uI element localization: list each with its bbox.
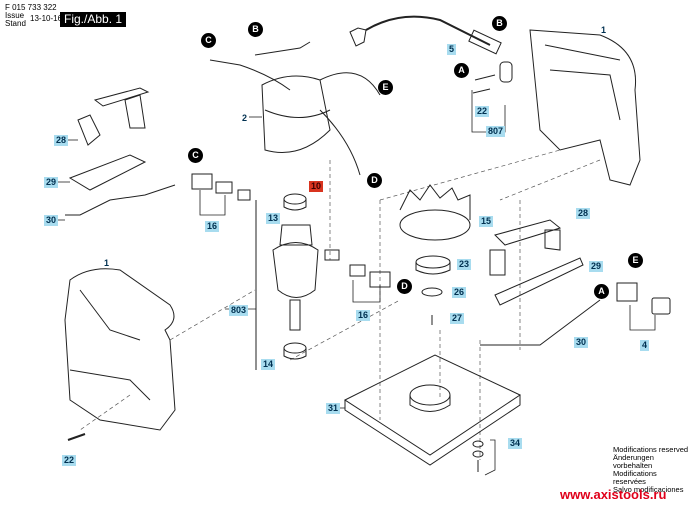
part-label[interactable]: 31 <box>326 403 341 414</box>
housing-right <box>529 29 641 186</box>
part-label[interactable]: 4 <box>640 340 650 351</box>
connector-marker-e: E <box>628 253 643 268</box>
modifications-notice: Modifications reserved Änderungen vorbeh… <box>613 446 690 494</box>
switch-cap <box>651 297 671 315</box>
part-label[interactable]: 23 <box>457 259 472 270</box>
connector-marker-c: C <box>201 33 216 48</box>
part-label[interactable]: 15 <box>479 216 494 227</box>
issue-label: Issue <box>5 11 25 20</box>
switch-bracket-right <box>480 219 601 346</box>
part-label[interactable]: 28 <box>576 208 591 219</box>
modifications-line: Änderungen vorbehalten <box>613 453 654 470</box>
part-label[interactable]: 2 <box>242 113 248 123</box>
part-label[interactable]: 28 <box>54 135 69 146</box>
connector-marker-a: A <box>454 63 469 78</box>
part-label[interactable]: 29 <box>44 177 59 188</box>
connector-marker-e: E <box>378 80 393 95</box>
connector-marker-d: D <box>397 279 412 294</box>
connector-marker-b: B <box>492 16 507 31</box>
field-coil <box>209 41 381 176</box>
part-label[interactable]: 1 <box>104 258 110 268</box>
part-label[interactable]: 14 <box>261 359 276 370</box>
clamp <box>499 61 513 83</box>
part-label[interactable]: 30 <box>574 337 589 348</box>
issue-date: 13-10-16 <box>30 14 63 23</box>
figure-title: Fig./Abb. 1 <box>60 12 127 27</box>
modifications-line: Modifications reserved <box>613 445 689 454</box>
connector-marker-c: C <box>188 148 203 163</box>
modifications-line: Modifications reservées <box>613 469 657 486</box>
part-label-highlighted[interactable]: 10 <box>309 181 324 192</box>
part-label[interactable]: 5 <box>447 44 457 55</box>
document-number: F 015 733 322 <box>5 3 57 12</box>
connector-marker-b: B <box>248 22 263 37</box>
part-label[interactable]: 30 <box>44 215 59 226</box>
part-label[interactable]: 22 <box>62 455 77 466</box>
part-label[interactable]: 1 <box>601 25 607 35</box>
part-label[interactable]: 803 <box>229 305 249 316</box>
cord-sleeve <box>468 29 502 55</box>
stand-label: Stand <box>5 19 26 28</box>
assembly-lines <box>79 149 601 460</box>
part-label[interactable]: 27 <box>450 313 465 324</box>
switch-bracket-left <box>65 87 176 216</box>
part-label[interactable]: 16 <box>356 310 371 321</box>
housing-left <box>64 268 176 441</box>
part-label[interactable]: 34 <box>508 438 523 449</box>
part-label[interactable]: 807 <box>486 126 506 137</box>
part-label[interactable]: 29 <box>589 261 604 272</box>
part-label[interactable]: 16 <box>205 221 220 232</box>
switch <box>616 282 638 302</box>
part-label[interactable]: 26 <box>452 287 467 298</box>
plug <box>349 27 367 47</box>
part-label[interactable]: 22 <box>475 106 490 117</box>
brush-holder-left <box>191 173 213 190</box>
modifications-line: Salvo modificaciones <box>613 485 684 494</box>
part-label[interactable]: 13 <box>266 213 281 224</box>
website-link[interactable]: www.axistools.ru <box>560 487 667 502</box>
fan <box>399 184 471 325</box>
connector-marker-d: D <box>367 173 382 188</box>
armature <box>255 193 319 370</box>
connector-marker-a: A <box>594 284 609 299</box>
base-plate <box>343 354 522 466</box>
